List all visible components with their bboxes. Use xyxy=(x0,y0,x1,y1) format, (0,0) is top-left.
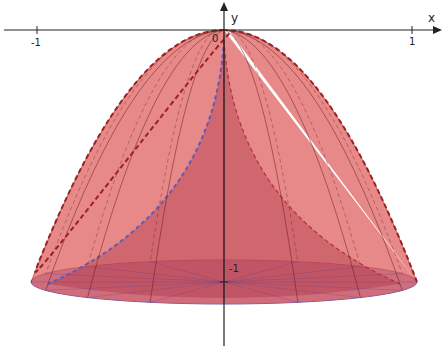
base-spoke xyxy=(46,282,224,290)
tick-label: -1 xyxy=(229,264,239,274)
meridian-line xyxy=(224,30,360,298)
tick-mark xyxy=(220,282,228,283)
meridian-line xyxy=(31,30,224,282)
dome-outline xyxy=(35,30,417,282)
meridian-line xyxy=(88,30,224,266)
meridian-line xyxy=(224,30,402,274)
meridian-line xyxy=(224,30,360,266)
meridian-line xyxy=(224,30,402,290)
meridian-line xyxy=(46,30,224,290)
meridian-line xyxy=(224,30,417,282)
inner-edge xyxy=(224,40,400,284)
meridian-line xyxy=(46,30,224,274)
base-spoke xyxy=(224,282,417,283)
axis-label: x xyxy=(428,12,435,24)
inner-edge xyxy=(48,40,224,284)
axis-arrow xyxy=(220,2,228,11)
tick-label: 0 xyxy=(212,34,218,44)
tick-mark xyxy=(37,26,38,34)
base-spoke xyxy=(88,282,224,298)
meridian-line xyxy=(224,30,298,302)
x-axis xyxy=(4,29,436,30)
tick-label: 1 xyxy=(409,37,415,47)
meridian-line xyxy=(150,30,224,302)
base-spoke xyxy=(150,262,224,282)
axis-label: y xyxy=(231,12,238,24)
tick-label: -1 xyxy=(31,38,41,48)
base-spoke xyxy=(224,282,298,302)
meridian-line xyxy=(224,30,298,262)
base-spoke xyxy=(224,266,360,282)
y-axis xyxy=(223,8,224,346)
base-spoke xyxy=(88,266,224,282)
base-spoke xyxy=(224,274,402,282)
axis-arrow xyxy=(433,26,442,34)
base-spoke xyxy=(224,282,360,298)
base-spoke xyxy=(31,282,224,283)
meridian-line xyxy=(150,30,224,262)
tick-mark xyxy=(412,26,413,34)
